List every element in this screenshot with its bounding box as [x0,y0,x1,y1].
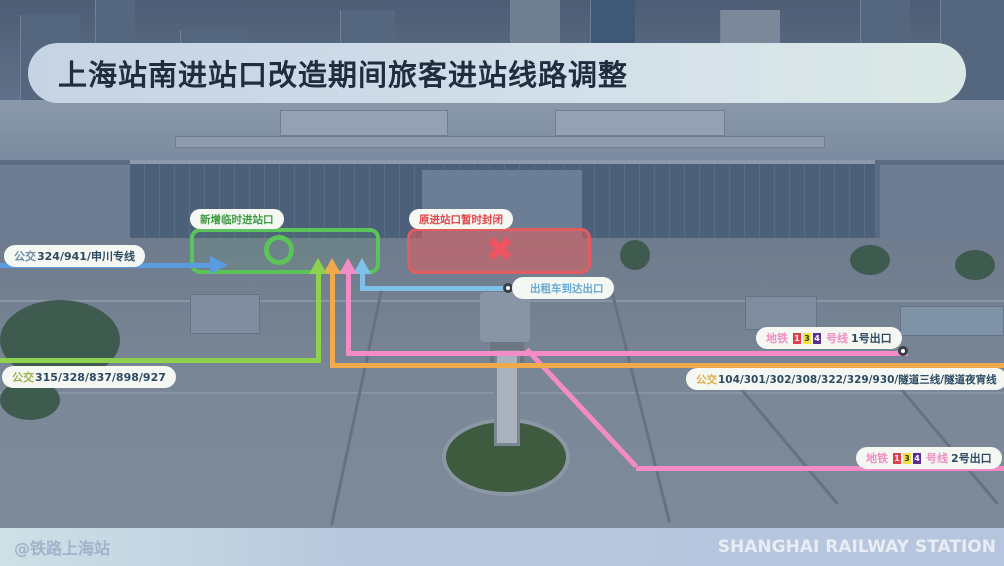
metro-line-4-badge: 4 [913,452,921,464]
tree [955,250,995,280]
footer-bar: @铁路上海站 SHANGHAI RAILWAY STATION [0,528,1004,566]
closed-entrance-text: 原进站口暂时封闭 [419,213,503,226]
route-label-bus-green: 公交 315/328/837/898/927 [2,366,176,388]
route-label-metro-exit1: 地铁 1 3 4 号线 1号出口 [756,327,902,349]
station-east-wing [880,165,1004,250]
route-taxi-line [360,286,510,291]
station-west-wing [0,165,135,250]
metro-exit1-marker [898,346,908,356]
roof-block [555,110,725,136]
roof-block [280,110,448,136]
bus-prefix: 公交 [14,250,36,263]
route-taxi-line [360,270,365,291]
tree [850,245,890,275]
station-roof [0,100,1004,160]
arrow-up-icon [309,258,327,274]
bus-prefix: 公交 [12,371,34,384]
arrow-up-icon [323,258,341,274]
route-label-taxi: 出租车到达出口 [512,277,614,299]
route-bus-green-line [0,358,321,363]
metro-line-word: 号线 [826,332,848,345]
route-bus-green-line [316,272,321,363]
small-building [745,296,817,330]
plaza-canopy [480,292,530,342]
small-building [190,294,260,334]
route-bus-orange-line [330,272,335,368]
route-metro-exit1-line [346,351,908,356]
bus-routes-text: 315/328/837/898/927 [35,370,166,384]
metro-line-word: 号线 [926,452,948,465]
metro-prefix: 地铁 [766,332,788,345]
bus-routes-text: 324/941/申川专线 [37,250,135,263]
route-label-metro-exit2: 地铁 1 3 4 号线 2号出口 [856,447,1002,469]
route-label-bus-orange: 公交 104/301/302/308/322/329/930/隧道三线/隧道夜宵… [686,368,1004,390]
small-building [900,306,1004,336]
route-label-bus-blue: 公交 324/941/申川专线 [4,245,145,267]
bus-prefix: 公交 [696,373,717,386]
new-entrance-text: 新增临时进站口 [200,213,274,226]
metro-exit-text: 1号出口 [851,332,892,345]
page-title: 上海站南进站口改造期间旅客进站线路调整 [58,58,629,92]
roof-ridge [175,136,825,148]
bus-routes-text: 104/301/302/308/322/329/930/隧道三线/隧道夜宵线 [718,373,997,386]
taxi-exit-marker [503,283,513,293]
taxi-text: 出租车到达出口 [530,282,604,295]
closed-entrance-label: 原进站口暂时封闭 [409,209,513,229]
metro-line-3-badge: 3 [803,332,811,344]
metro-line-3-badge: 3 [903,452,911,464]
route-bus-orange-line [330,363,1004,368]
route-metro-exit2-line [636,466,1004,471]
arrow-up-icon [339,258,357,274]
metro-line-1-badge: 1 [793,332,801,344]
title-banner: 上海站南进站口改造期间旅客进站线路调整 [28,43,966,103]
new-entrance-label: 新增临时进站口 [190,209,284,229]
circle-ring-icon [264,235,294,265]
station-name-english: SHANGHAI RAILWAY STATION [717,537,996,557]
account-handle: @铁路上海站 [14,539,111,558]
arrow-right-icon [210,256,228,274]
metro-exit-text: 2号出口 [951,452,992,465]
metro-line-1-badge: 1 [893,452,901,464]
closed-entrance-zone [407,228,591,274]
metro-prefix: 地铁 [866,452,888,465]
tree [620,240,650,270]
cross-x-icon: ✖ [485,230,515,270]
metro-line-4-badge: 4 [813,332,821,344]
arrow-up-icon [353,258,371,274]
route-metro-line [346,272,351,356]
